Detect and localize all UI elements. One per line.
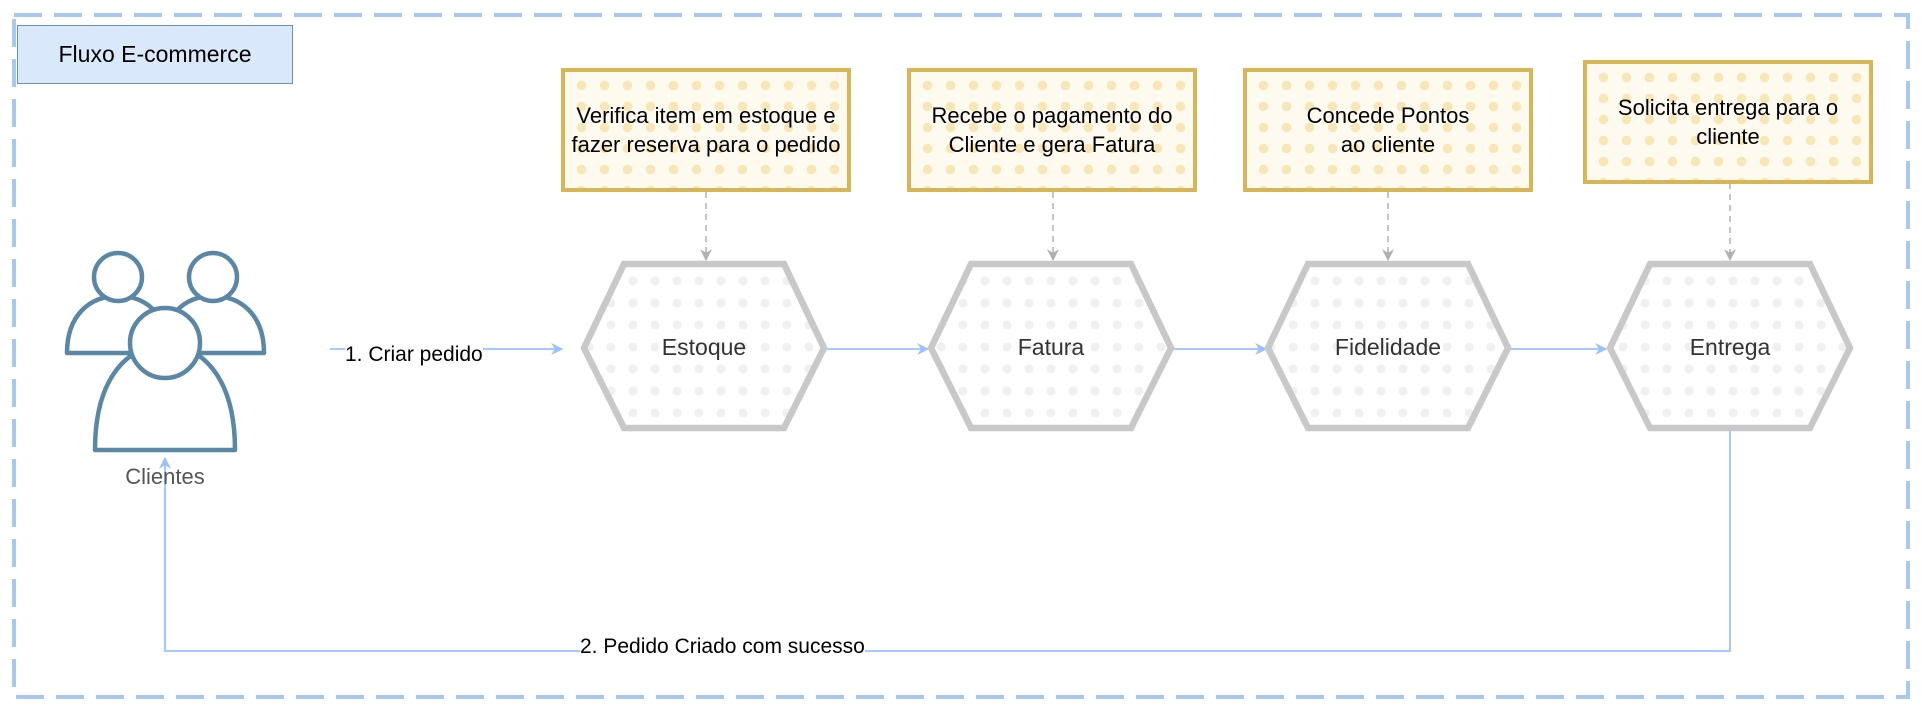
edge-label-request: 1. Criar pedido (345, 342, 483, 368)
note-fidelidade-text: Concede Pontos ao cliente (1307, 101, 1470, 159)
service-label-fidelidade: Fidelidade (1334, 334, 1442, 360)
note-estoque-line1: Verifica item em estoque e (576, 103, 836, 128)
service-label-fatura: Fatura (1017, 334, 1085, 360)
actor-label: Clientes (125, 464, 205, 489)
note-entrega-text: Solicita entrega para o cliente (1618, 93, 1838, 151)
note-estoque: Verifica item em estoque e fazer reserva… (561, 68, 851, 192)
note-estoque-line2: fazer reserva para o pedido (571, 132, 841, 157)
service-label-entrega: Entrega (1689, 334, 1771, 360)
diagram-title: Fluxo E-commerce (17, 25, 293, 84)
note-entrega: Solicita entrega para o cliente (1583, 60, 1873, 184)
users-icon (64, 250, 267, 453)
note-connectors (700, 183, 1736, 262)
note-fatura: Recebe o pagamento do Cliente e gera Fat… (907, 68, 1197, 192)
edge-label-response: 2. Pedido Criado com sucesso (580, 634, 865, 660)
note-fidelidade: Concede Pontos ao cliente (1243, 68, 1533, 192)
note-fatura-text: Recebe o pagamento do Cliente e gera Fat… (932, 101, 1173, 159)
note-fidelidade-line2: ao cliente (1340, 132, 1436, 157)
flow-arrows (159, 343, 1731, 652)
diagram-title-text: Fluxo E-commerce (58, 41, 252, 67)
arrow-response (159, 430, 1731, 652)
hexagon-fidelidade (1264, 260, 1512, 432)
hexagon-fatura (927, 260, 1175, 432)
note-fatura-line1: Recebe o pagamento do (931, 103, 1173, 128)
container-frame (12, 13, 1910, 699)
hexagon-estoque (580, 260, 828, 432)
note-fidelidade-line1: Concede Pontos (1306, 103, 1470, 128)
note-entrega-line1: Solicita entrega para o (1617, 95, 1839, 120)
note-fatura-line2: Cliente e gera Fatura (948, 132, 1156, 157)
service-label-estoque: Estoque (661, 334, 747, 360)
hexagon-entrega (1606, 260, 1854, 432)
note-entrega-line2: cliente (1696, 124, 1760, 149)
note-estoque-text: Verifica item em estoque e fazer reserva… (571, 101, 840, 159)
